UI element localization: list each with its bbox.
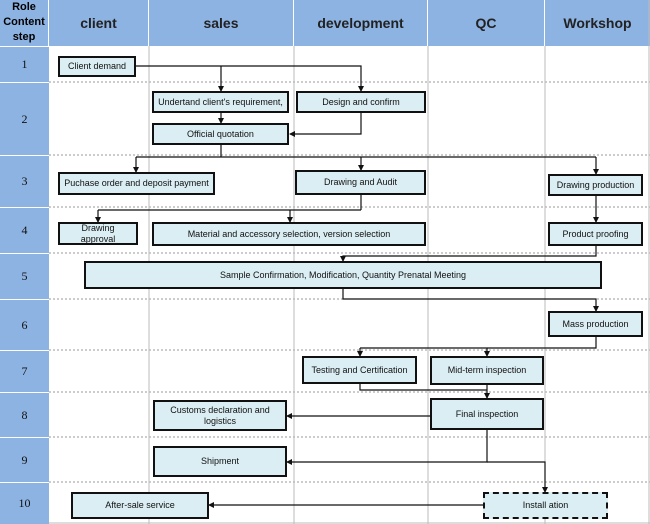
step-3: 3 [0,155,49,207]
node-installation: Install ation [483,492,608,519]
node-drawing-approval: Drawing approval [58,222,138,245]
node-testing-certification: Testing and Certification [302,356,417,384]
step-5: 5 [0,253,49,299]
step-8: 8 [0,392,49,437]
node-shipment: Shipment [153,446,287,477]
node-product-proofing: Product proofing [548,222,643,246]
step-9: 9 [0,437,49,482]
node-client-demand: Client demand [58,56,136,77]
connectors [95,65,599,508]
node-mass-production: Mass production [548,311,643,337]
node-final-inspection: Final inspection [430,398,544,430]
lane-header-qc: QC [428,0,545,46]
lane-header-development: development [294,0,428,46]
node-understand-requirement: Undertand client's requirement, [152,91,289,113]
lane-header-workshop: Workshop [545,0,650,46]
step-6: 6 [0,299,49,350]
corner-label-step: step [12,31,36,43]
corner-label-content: Content [3,16,45,28]
role-content-step-header: Role Content step [0,0,49,46]
step-7: 7 [0,350,49,392]
lane-header-sales: sales [149,0,294,46]
node-sample-confirmation: Sample Confirmation, Modification, Quant… [84,261,602,289]
lane-header-client: client [49,0,149,46]
node-customs-declaration: Customs declaration and logistics [153,400,287,431]
node-official-quotation: Official quotation [152,123,289,145]
step-10: 10 [0,482,49,524]
corner-label-role: Role [12,1,36,13]
step-4: 4 [0,207,49,253]
node-material-selection: Material and accessory selection, versio… [152,222,426,246]
node-midterm-inspection: Mid-term inspection [430,356,544,385]
node-drawing-audit: Drawing and Audit [295,170,426,195]
step-2: 2 [0,82,49,155]
node-design-confirm: Design and confirm [296,91,426,113]
node-purchase-order: Puchase order and deposit payment [58,172,215,195]
step-1: 1 [0,46,49,82]
node-drawing-production: Drawing production [548,174,643,196]
node-after-sale-service: After-sale service [71,492,209,519]
